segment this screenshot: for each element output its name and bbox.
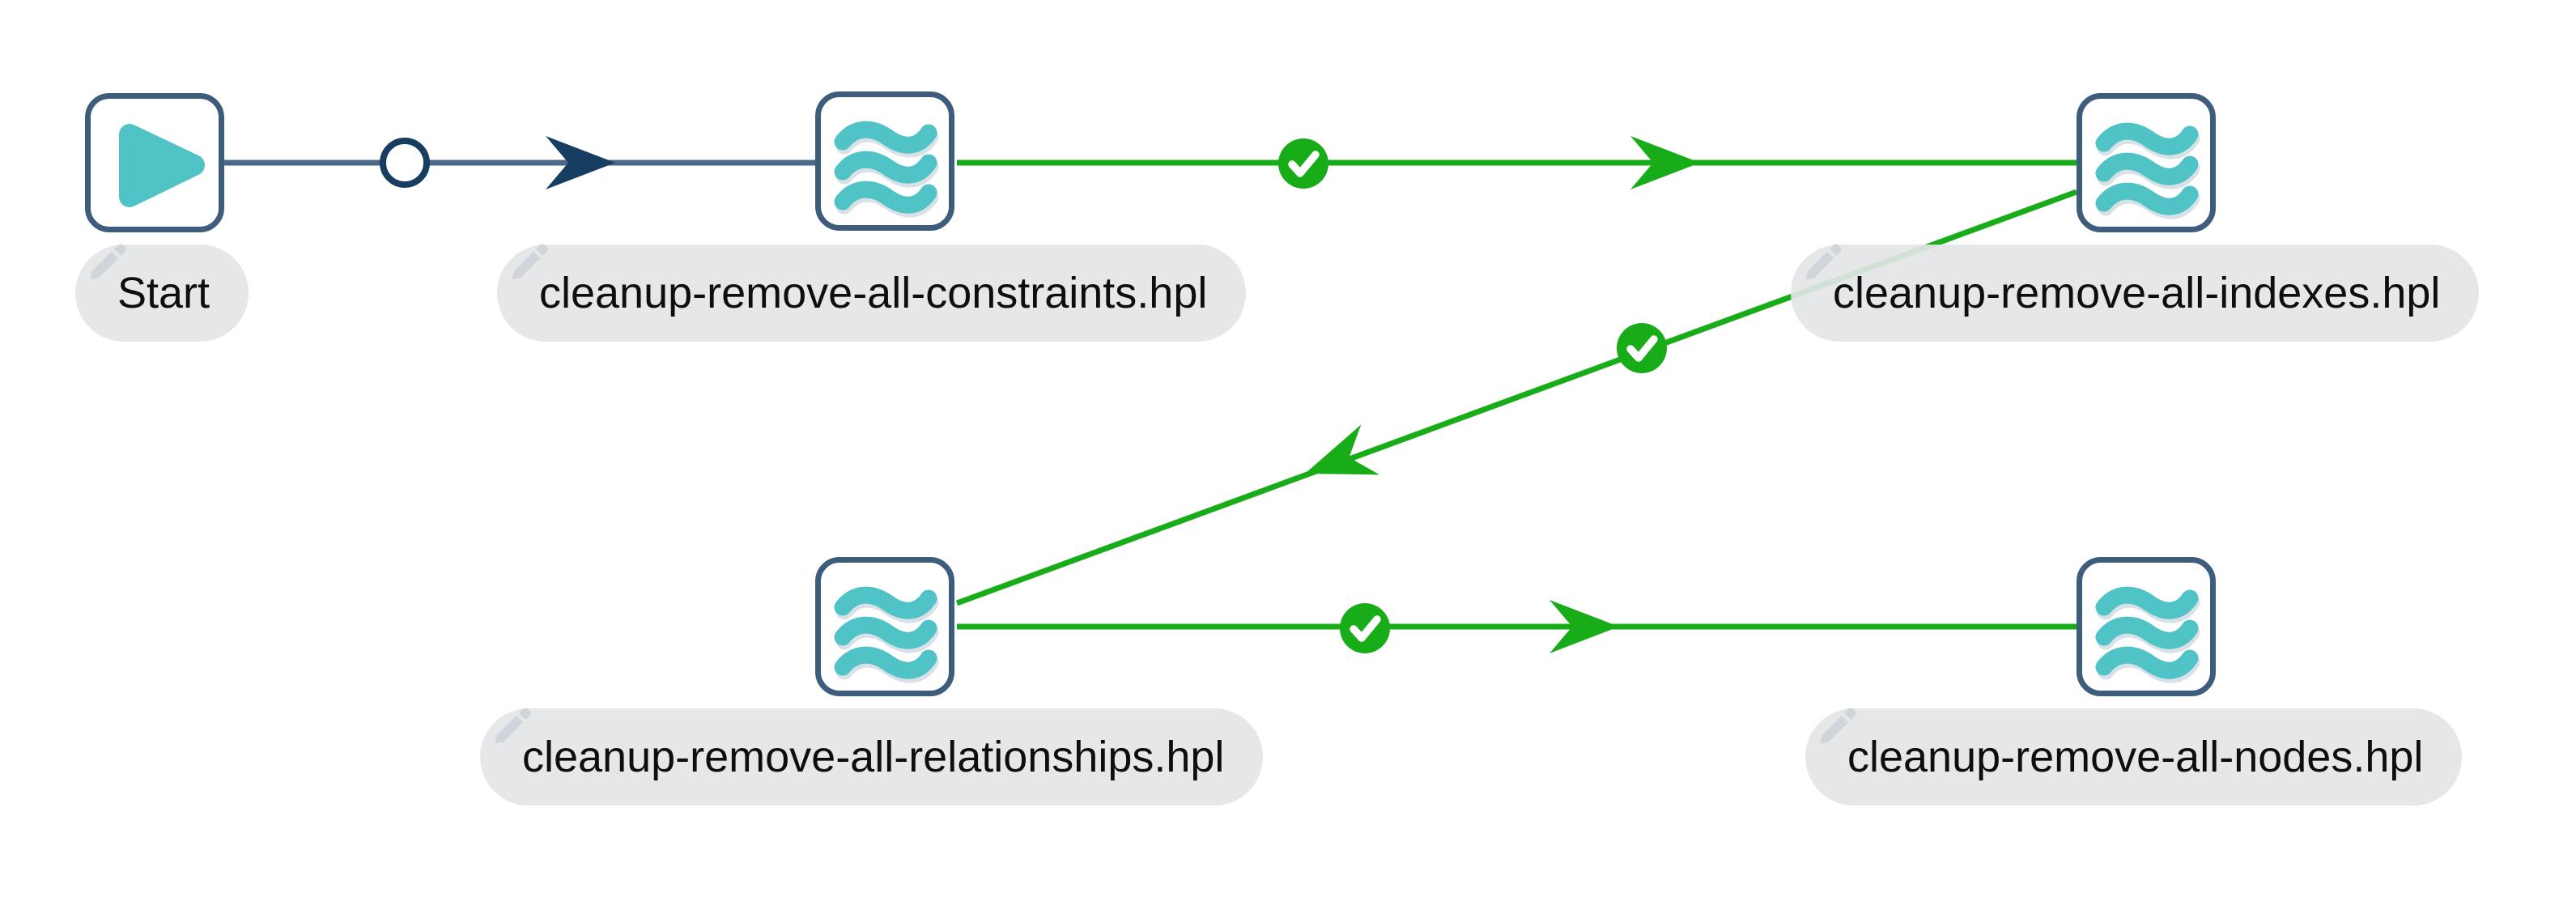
success-check-icon[interactable] — [1278, 138, 1328, 189]
link-start-to-constraints[interactable] — [224, 136, 815, 189]
action-label-nodes[interactable]: cleanup-remove-all-nodes.hpl — [1805, 708, 2463, 806]
action-label-text: cleanup-remove-all-constraints.hpl — [539, 269, 1208, 317]
action-label-text: Start — [117, 269, 210, 317]
action-label-indexes[interactable]: cleanup-remove-all-indexes.hpl — [1791, 244, 2480, 342]
action-label-start[interactable]: Start — [75, 244, 249, 342]
action-node-relationships[interactable] — [815, 557, 954, 696]
action-node-indexes[interactable] — [2077, 93, 2216, 232]
success-check-icon[interactable] — [1340, 603, 1390, 653]
action-node-start[interactable] — [85, 93, 224, 232]
action-node-constraints[interactable] — [815, 91, 954, 231]
success-check-icon[interactable] — [1617, 323, 1667, 373]
action-label-text: cleanup-remove-all-nodes.hpl — [1847, 733, 2424, 781]
action-label-constraints[interactable]: cleanup-remove-all-constraints.hpl — [497, 244, 1247, 342]
check-mark — [1350, 615, 1381, 642]
unconditional-hop-circle-icon[interactable] — [380, 138, 430, 188]
action-node-nodes[interactable] — [2077, 557, 2216, 696]
action-label-relationships[interactable]: cleanup-remove-all-relationships.hpl — [480, 708, 1264, 806]
link-arrow-icon — [1305, 424, 1380, 475]
link-arrow-icon — [546, 136, 615, 189]
action-label-text: cleanup-remove-all-relationships.hpl — [522, 733, 1225, 781]
link-arrow-icon — [1549, 600, 1619, 653]
action-label-text: cleanup-remove-all-indexes.hpl — [1833, 269, 2441, 317]
link-relationships-to-nodes[interactable] — [957, 600, 2077, 653]
link-constraints-to-indexes[interactable] — [957, 136, 2077, 189]
check-mark — [1288, 151, 1320, 177]
pipeline-waves-icon — [834, 121, 939, 218]
check-mark — [1626, 335, 1658, 362]
play-icon — [119, 124, 205, 207]
pipeline-waves-icon — [834, 586, 939, 683]
pipeline-waves-icon — [2095, 586, 2200, 683]
link-arrow-icon — [1630, 136, 1700, 189]
pipeline-waves-icon — [2095, 122, 2200, 219]
